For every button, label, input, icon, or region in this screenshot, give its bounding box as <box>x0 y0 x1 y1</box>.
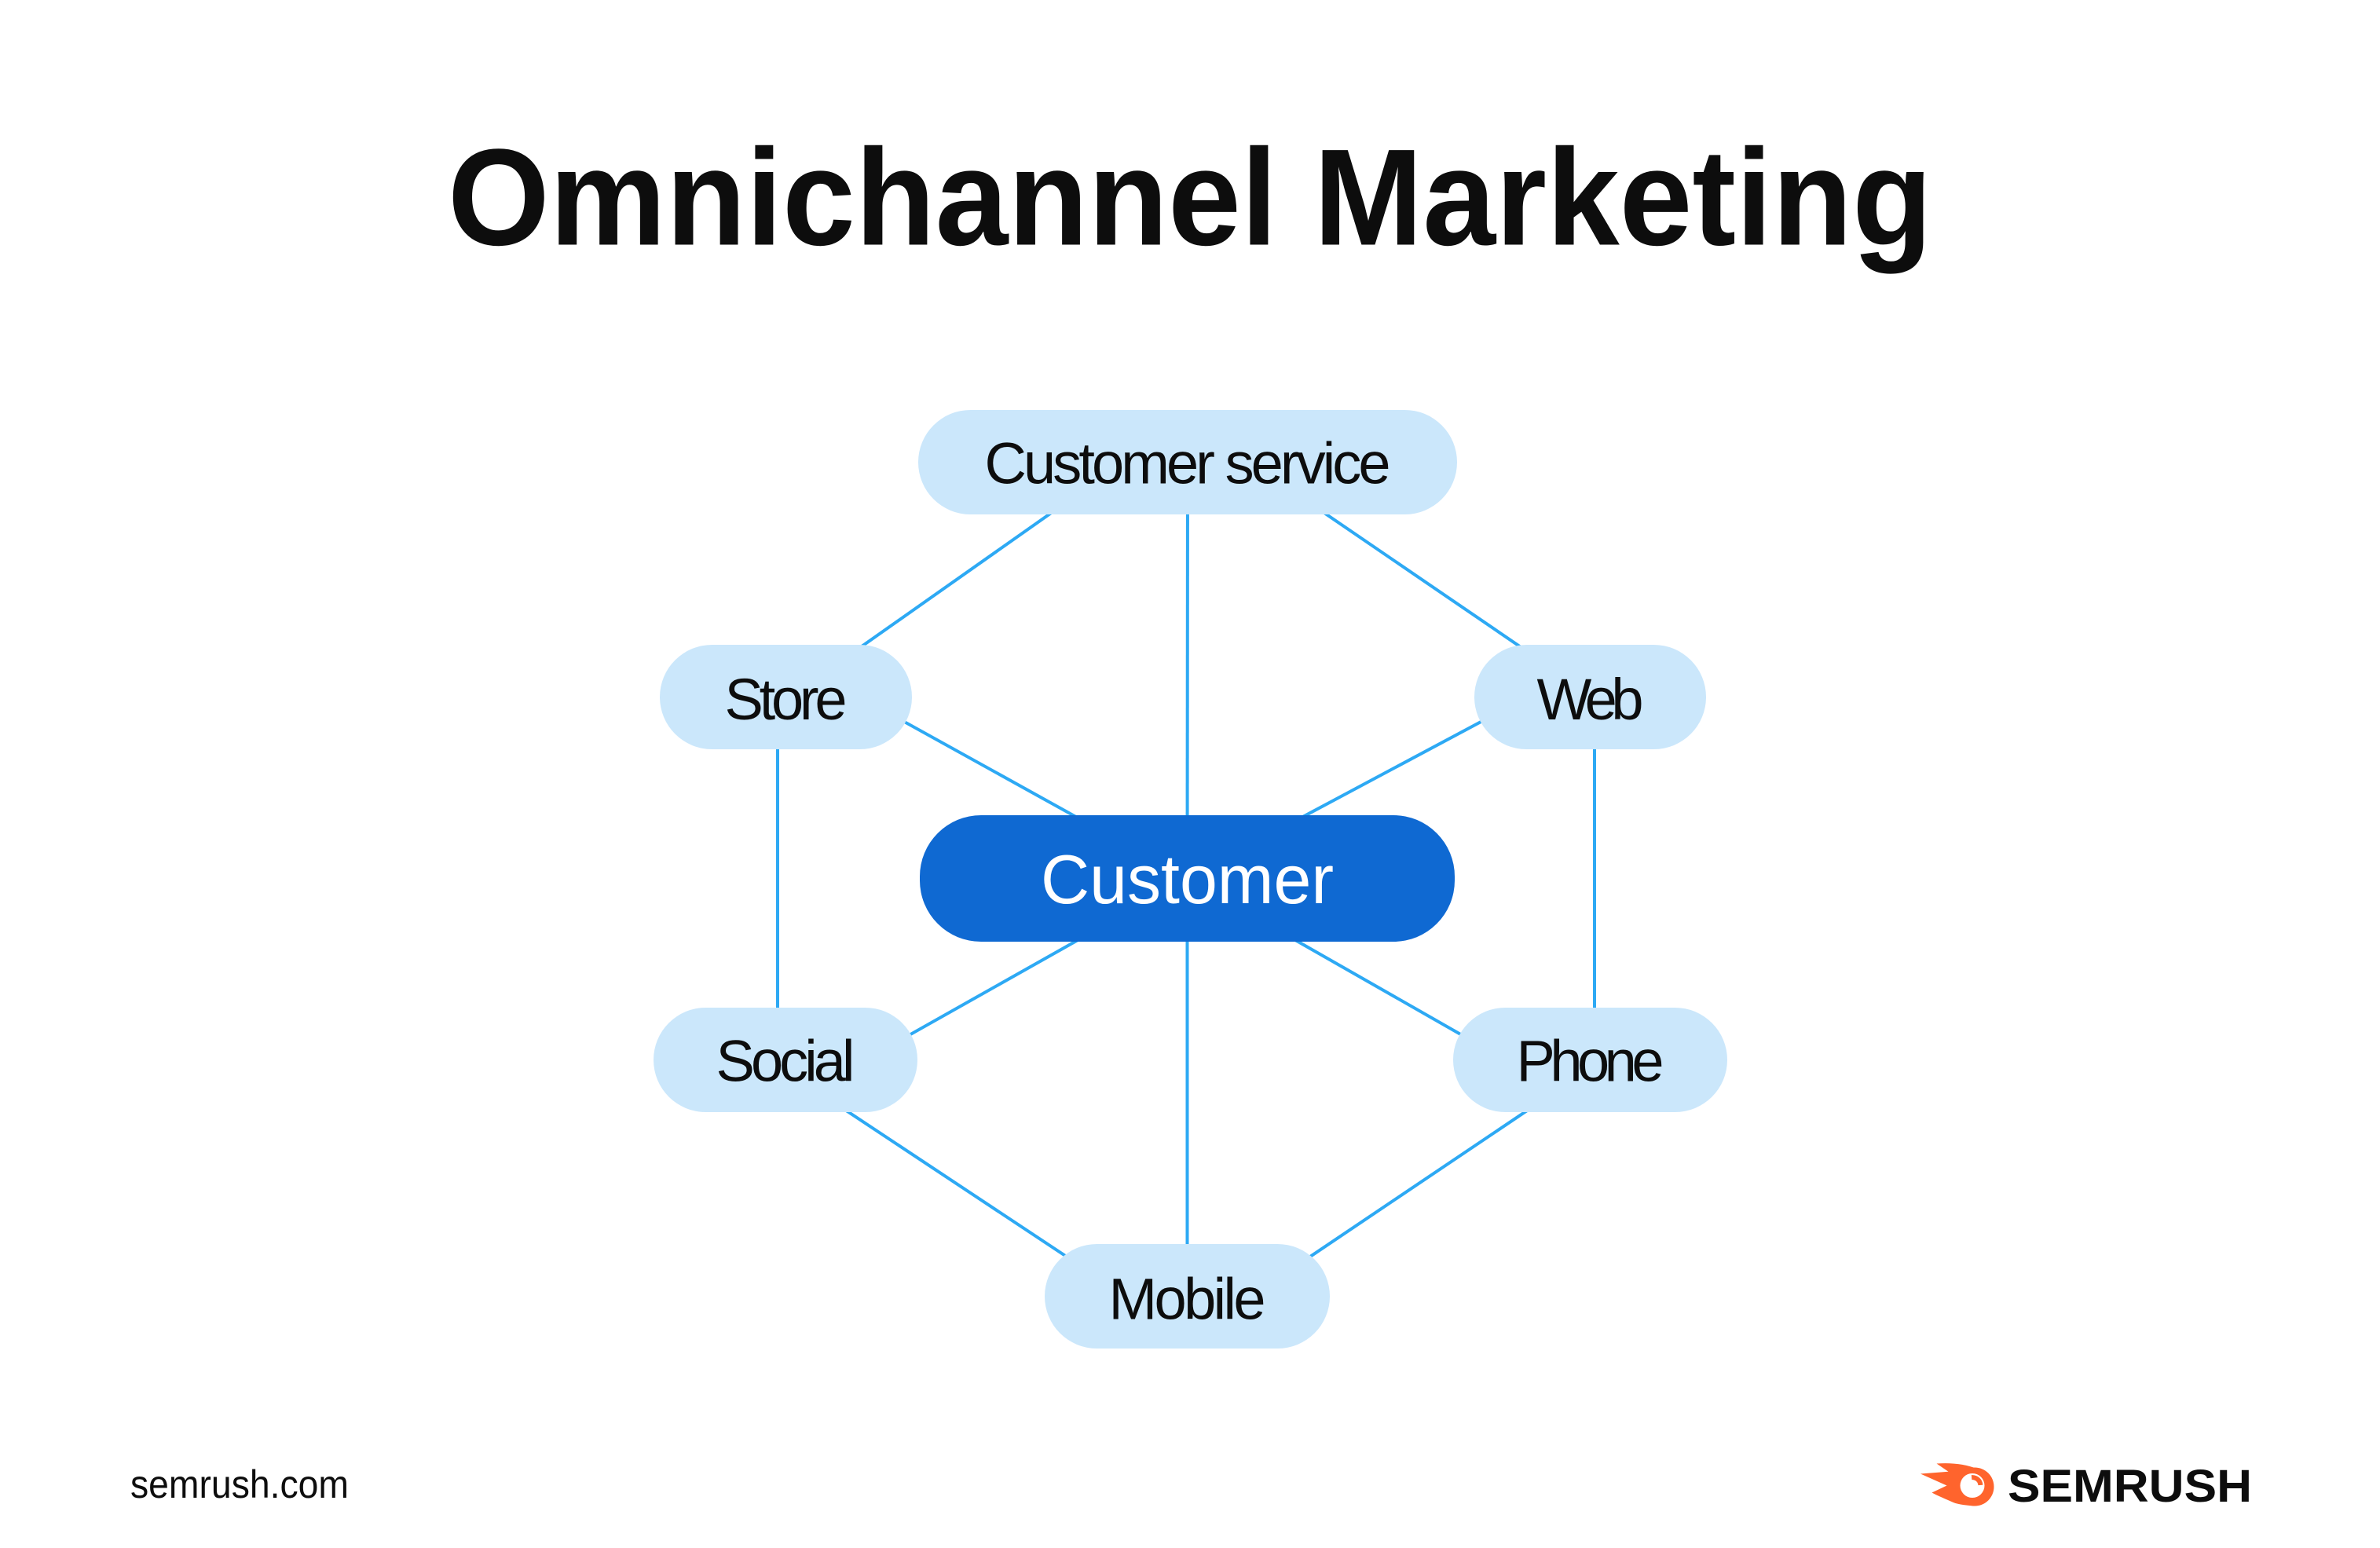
svg-text:Omnichannel Marketing: Omnichannel Marketing <box>448 122 1932 275</box>
svg-text:Store: Store <box>725 667 848 732</box>
svg-text:Social: Social <box>716 1029 855 1094</box>
svg-text:Mobile: Mobile <box>1109 1267 1266 1332</box>
svg-text:Web: Web <box>1537 667 1644 732</box>
svg-text:Phone: Phone <box>1517 1029 1664 1094</box>
svg-text:SEMRUSH: SEMRUSH <box>2008 1461 2252 1512</box>
svg-text:Customer: Customer <box>1041 840 1334 918</box>
svg-text:semrush.com: semrush.com <box>130 1462 349 1506</box>
svg-text:Customer service: Customer service <box>985 431 1391 496</box>
